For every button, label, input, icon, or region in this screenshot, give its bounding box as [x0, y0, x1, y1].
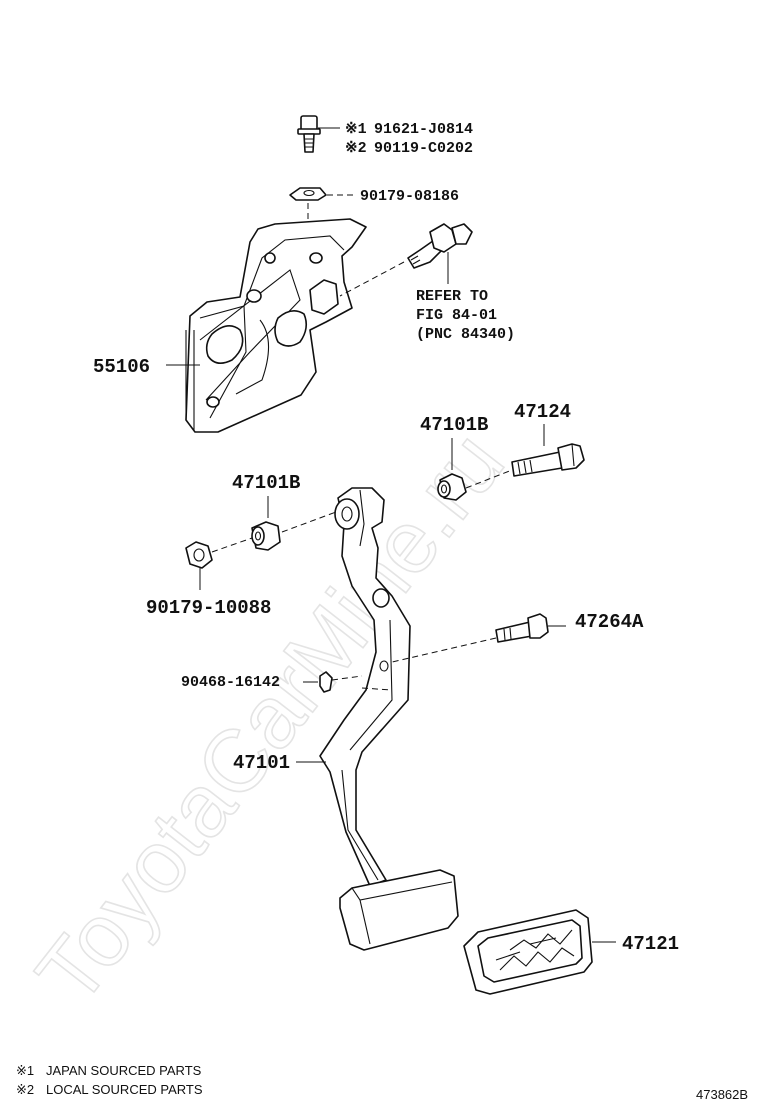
- bushing-right-label[interactable]: 47101B: [420, 414, 488, 436]
- brake-pedal-arm-icon[interactable]: [319, 487, 411, 887]
- top-bolt-icon[interactable]: [297, 115, 321, 153]
- footnote-1-mark: ※1: [16, 1063, 34, 1078]
- refer-line-3: (PNC 84340): [416, 326, 515, 343]
- pedal-pad-label[interactable]: 47121: [622, 933, 679, 955]
- pedal-arm-label[interactable]: 47101: [233, 752, 290, 774]
- footnote-2-text: LOCAL SOURCED PARTS: [46, 1082, 203, 1097]
- bracket-label[interactable]: 55106: [93, 356, 150, 378]
- pedal-pad-icon[interactable]: [463, 909, 593, 995]
- pedal-base-icon[interactable]: [339, 869, 459, 951]
- stopper-bolt-icon[interactable]: [495, 613, 549, 643]
- clip-nut-icon[interactable]: [289, 187, 327, 201]
- pivot-bolt-icon[interactable]: [511, 443, 585, 477]
- footnote-1-text: JAPAN SOURCED PARTS: [46, 1063, 202, 1078]
- clip-pin-label[interactable]: 90468-16142: [181, 674, 280, 691]
- bolt-top-2-number[interactable]: 90119-C0202: [374, 140, 473, 157]
- refer-line-2: FIG 84-01: [416, 307, 497, 324]
- pivot-bolt-label[interactable]: 47124: [514, 401, 571, 423]
- footnote-2-mark: ※2: [16, 1082, 34, 1097]
- refer-line-1: REFER TO: [416, 288, 488, 305]
- bolt-top-2-mark: ※2: [345, 140, 367, 157]
- bolt-top-1-mark: ※1: [345, 121, 367, 138]
- stopper-bolt-label[interactable]: 47264A: [575, 611, 644, 633]
- bushing-left-icon[interactable]: [251, 521, 281, 551]
- nut-left-label[interactable]: 90179-10088: [146, 597, 271, 619]
- stop-lamp-switch-icon[interactable]: [407, 223, 473, 269]
- pedal-bracket-icon[interactable]: [185, 218, 367, 433]
- bushing-left-label[interactable]: 47101B: [232, 472, 300, 494]
- bushing-right-icon[interactable]: [437, 473, 467, 501]
- hex-nut-icon[interactable]: [185, 541, 213, 569]
- clip-pin-icon[interactable]: [319, 671, 333, 693]
- nut-top-label[interactable]: 90179-08186: [360, 188, 459, 205]
- bolt-top-1-number[interactable]: 91621-J0814: [374, 121, 473, 138]
- watermark: ToyotaCarMine.ru: [17, 413, 523, 1021]
- diagram-id: 473862B: [696, 1087, 748, 1102]
